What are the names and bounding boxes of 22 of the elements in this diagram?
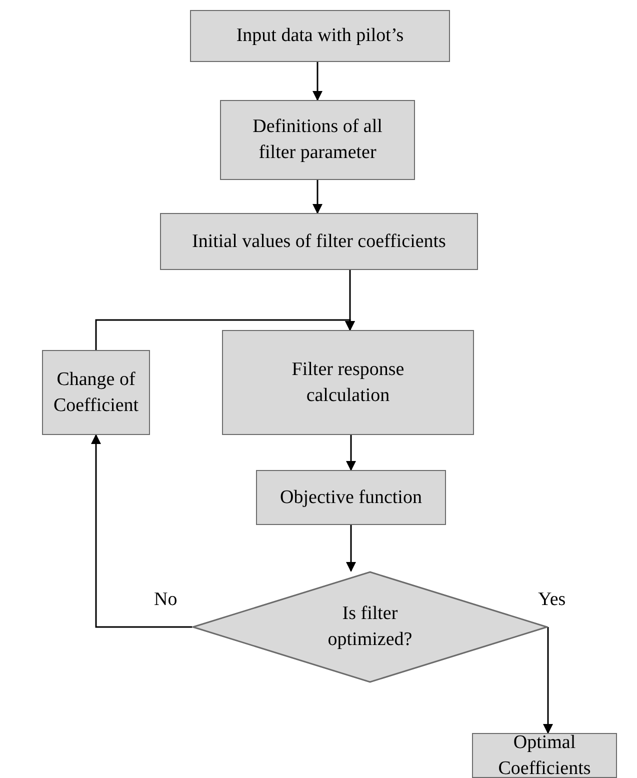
process-box — [222, 330, 474, 435]
process-box — [472, 733, 617, 778]
node-text: Definitions of all filter parameter — [252, 115, 384, 165]
node-text: Objective function — [280, 486, 422, 510]
arrow — [91, 434, 192, 628]
arrow — [312, 62, 322, 101]
node-text: Input data with pilot’s — [236, 24, 404, 48]
process-box — [160, 213, 478, 270]
arrow — [346, 525, 356, 572]
process-box — [42, 350, 150, 435]
node-text: Filter response calculation — [290, 358, 406, 408]
node-text: Change of Coefficient — [52, 368, 140, 418]
node-text: Initial values of filter coefficients — [192, 230, 446, 254]
arrow — [95, 319, 355, 350]
process-box — [256, 470, 446, 525]
process-box — [220, 100, 415, 180]
node-text: Is filter optimized? — [326, 602, 414, 652]
process-box — [190, 10, 450, 62]
arrow — [312, 180, 322, 214]
arrow — [543, 627, 553, 734]
arrow — [346, 435, 356, 471]
node-text: Optimal Coefficients — [497, 730, 592, 778]
